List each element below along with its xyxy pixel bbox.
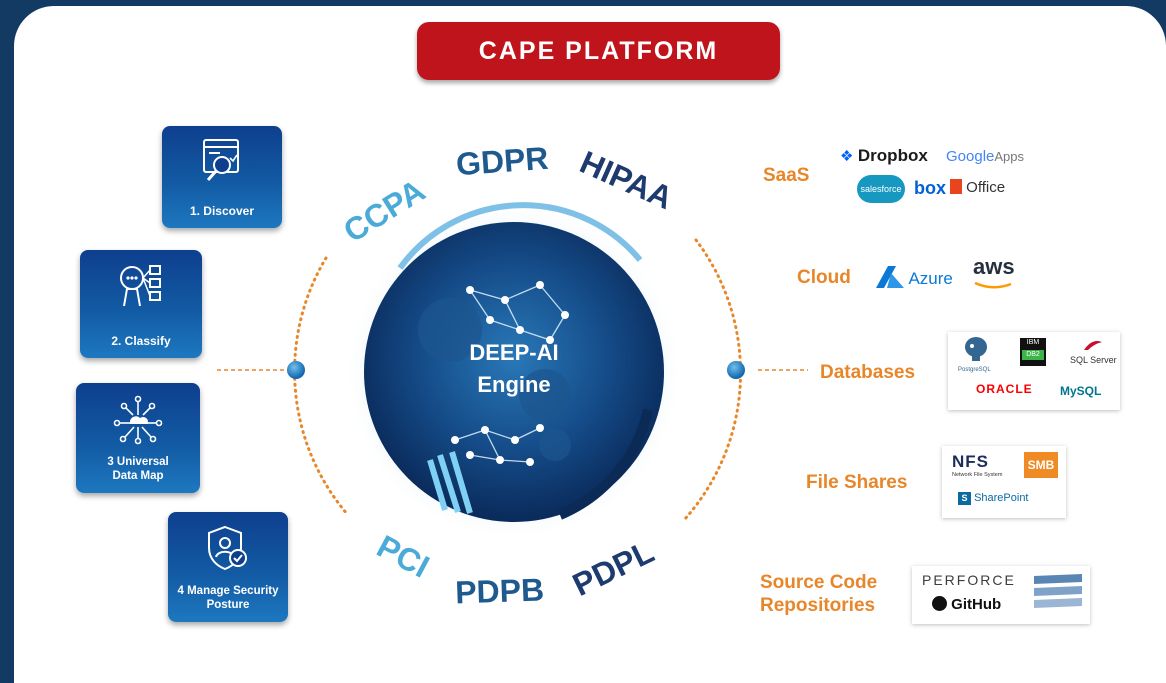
step-data-map-tile: 3 Universal Data Map xyxy=(76,383,200,493)
left-arc xyxy=(293,256,350,517)
aws-logo: aws xyxy=(973,256,1015,296)
azure-icon xyxy=(876,266,904,288)
step-security-posture-tile: 4 Manage Security Posture xyxy=(168,512,288,622)
postgresql-icon xyxy=(965,337,987,361)
office-logo: Office xyxy=(950,179,1005,196)
file-shares-logo-panel: NFS Network File System SMB S SharePoint xyxy=(942,446,1066,518)
category-databases: Databases xyxy=(820,362,916,383)
step-discover-label: 1. Discover xyxy=(189,204,255,218)
category-source-code: Source Code Repositories xyxy=(760,572,878,616)
databases-logo-panel: PostgreSQL IBM DB2 SQL Server ORACLE MyS… xyxy=(948,332,1120,410)
right-node-dot xyxy=(727,361,745,379)
oracle-logo: ORACLE xyxy=(976,382,1033,396)
engine-circle xyxy=(364,222,664,522)
compliance-gdpr: GDPR xyxy=(455,140,550,182)
compliance-pdpl: PDPL xyxy=(567,533,659,603)
sqlserver-logo: SQL Server xyxy=(1070,338,1117,365)
dropbox-icon: ❖ xyxy=(840,148,854,165)
step-classify-tile: 2. Classify xyxy=(80,250,202,358)
left-node-dot xyxy=(287,361,305,379)
dropbox-logo: ❖ Dropbox xyxy=(840,146,928,165)
data-map-icon xyxy=(113,395,163,445)
right-arc xyxy=(682,238,743,522)
category-cloud: Cloud xyxy=(797,267,851,288)
azure-logo: Azure xyxy=(876,266,953,289)
classify-icon xyxy=(120,265,161,307)
category-saas: SaaS xyxy=(763,165,810,186)
google-apps-logo: GoogleApps xyxy=(946,148,1025,165)
page-title: CAPE PLATFORM xyxy=(417,22,780,80)
step-data-map-label: 3 Universal Data Map xyxy=(107,456,169,482)
step-discover-tile: 1. Discover xyxy=(162,126,282,228)
github-logo: GitHub xyxy=(932,596,1001,613)
engine-title-line1: DEEP-AI xyxy=(469,340,558,365)
category-file-shares: File Shares xyxy=(806,472,908,493)
github-icon xyxy=(932,596,947,611)
step-security-posture-label: 4 Manage Security Posture xyxy=(177,585,279,611)
sharepoint-logo: S SharePoint xyxy=(958,492,1029,505)
box-logo: box xyxy=(914,178,947,198)
engine-title-line2: Engine xyxy=(477,372,550,397)
subversion-stripes-icon xyxy=(1034,574,1082,608)
compliance-pci: PCI xyxy=(371,528,435,585)
discover-icon xyxy=(203,139,239,181)
mysql-logo: MySQL xyxy=(1060,384,1102,398)
postgresql-logo: PostgreSQL xyxy=(958,336,991,373)
ibm-db2-logo: IBM DB2 xyxy=(1020,338,1046,366)
smb-logo: SMB xyxy=(1024,452,1058,478)
salesforce-logo: salesforce xyxy=(857,175,905,203)
step-classify-label: 2. Classify xyxy=(111,334,171,348)
security-posture-icon xyxy=(208,525,247,571)
compliance-pdpb: PDPB xyxy=(455,571,545,610)
compliance-hipaa: HIPAA xyxy=(575,144,678,216)
sharepoint-icon: S xyxy=(958,492,971,505)
sqlserver-icon xyxy=(1084,341,1103,350)
source-code-logo-panel: PERFORCE GitHub xyxy=(912,566,1090,624)
nfs-logo: NFS Network File System xyxy=(952,452,1003,478)
office-icon xyxy=(950,179,962,194)
aws-smile-icon xyxy=(974,281,1012,289)
perforce-logo: PERFORCE xyxy=(922,572,1016,588)
